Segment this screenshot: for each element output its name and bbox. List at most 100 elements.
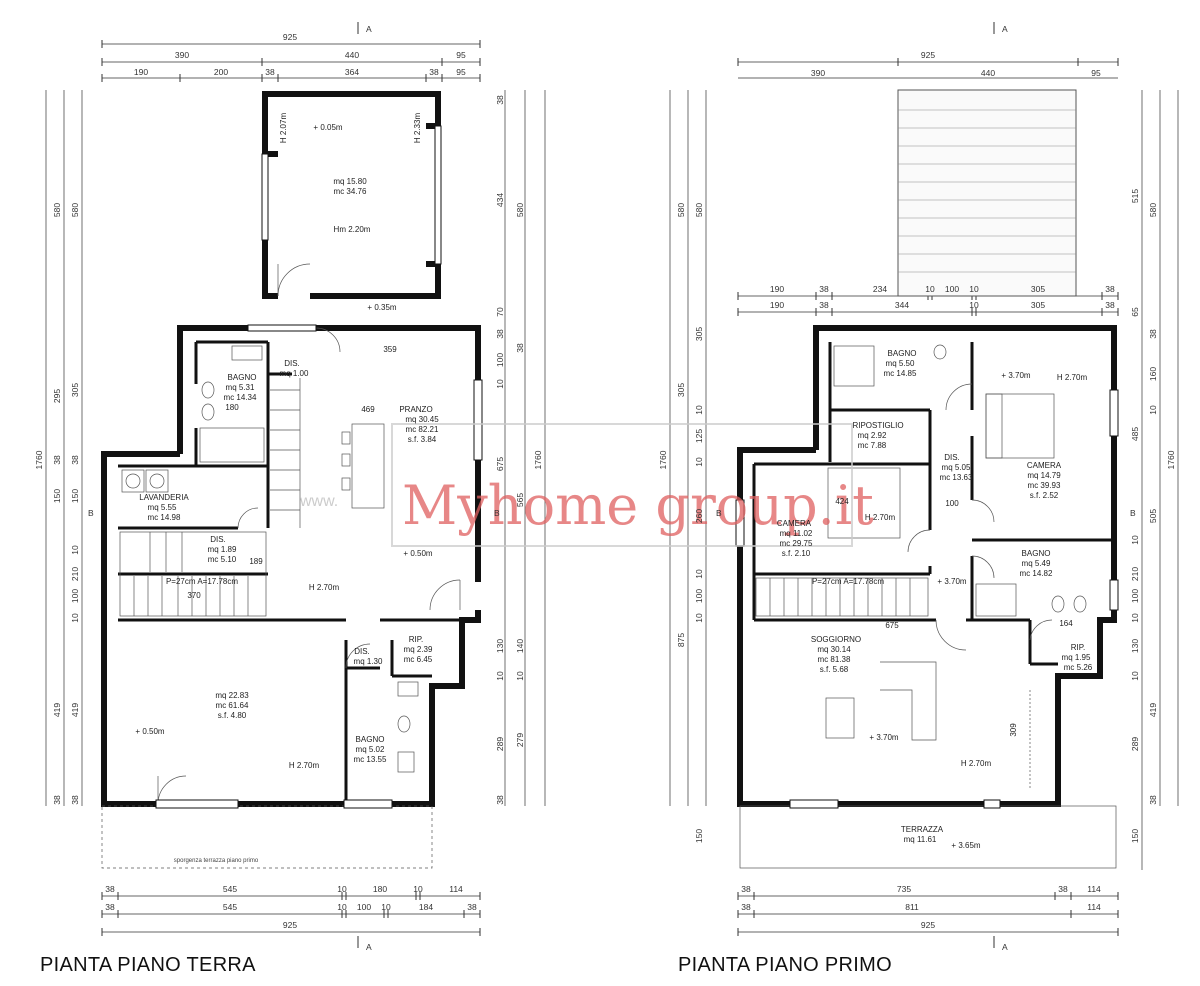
height-label: H 2.70m bbox=[289, 761, 320, 770]
height-label: H 2.70m bbox=[309, 583, 340, 592]
first-top-dim: 440 bbox=[981, 68, 995, 78]
ground-room-labels: mq 15.80 mc 34.76 Hm 2.20m + 0.05m H 2.0… bbox=[135, 113, 439, 864]
first-left-dim: 260 bbox=[694, 509, 704, 523]
dim-label: 370 bbox=[187, 591, 201, 600]
dim-label: 469 bbox=[361, 405, 375, 414]
watermark: Myhome group.it www. bbox=[299, 423, 874, 547]
ground-top-dim: 364 bbox=[345, 67, 359, 77]
first-right-dim: 210 bbox=[1130, 567, 1140, 581]
room-name: DIS. bbox=[284, 359, 300, 368]
garage-height-left: H 2.07m bbox=[279, 113, 288, 144]
ground-bottom-dim: 180 bbox=[373, 884, 387, 894]
ground-left-dim: 150 bbox=[52, 489, 62, 503]
ground-top-dim: 190 bbox=[134, 67, 148, 77]
room-area: mq 1.89 bbox=[208, 545, 237, 554]
first-right-dim: 419 bbox=[1148, 703, 1158, 717]
ground-bottom-dim: 545 bbox=[223, 884, 237, 894]
ground-top-dim: 95 bbox=[456, 50, 466, 60]
ground-left-dim: 419 bbox=[52, 703, 62, 717]
first-bottom-dim: 114 bbox=[1087, 884, 1101, 894]
section-a-top-ground: A bbox=[366, 24, 372, 34]
room-volume: mc 6.45 bbox=[404, 655, 433, 664]
room-name: SOGGIORNO bbox=[811, 635, 861, 644]
room-name: CAMERA bbox=[1027, 461, 1062, 470]
first-right-dim: 10 bbox=[1130, 613, 1140, 623]
first-top-dim: 38 bbox=[819, 300, 829, 310]
ground-left-dim: 305 bbox=[70, 383, 80, 397]
ground-top-dim: 440 bbox=[345, 50, 359, 60]
ground-left-dim: 10 bbox=[70, 613, 80, 623]
garage-volume: mc 34.76 bbox=[334, 187, 367, 196]
room-area: mq 11.61 bbox=[904, 835, 937, 844]
room-area: mq 1.30 bbox=[354, 657, 383, 666]
first-floor-title: PIANTA PIANO PRIMO bbox=[678, 954, 892, 976]
ground-right-dim: 38 bbox=[495, 795, 505, 805]
first-top-dim: 38 bbox=[1105, 300, 1115, 310]
first-left-total: 1760 bbox=[658, 450, 668, 469]
first-left-dim: 305 bbox=[694, 327, 704, 341]
ground-top-dim: 200 bbox=[214, 67, 228, 77]
ground-bottom-dim: 114 bbox=[449, 884, 463, 894]
ground-vertical-dimension-labels: 1760 580 295 38 150 419 38 580 305 38 15… bbox=[34, 95, 543, 805]
dim-label: 359 bbox=[383, 345, 397, 354]
first-top-dim: 190 bbox=[770, 284, 784, 294]
section-a-bottom-first: A bbox=[1002, 942, 1008, 952]
ground-left-dim: 38 bbox=[52, 795, 62, 805]
room-name: TERRAZZA bbox=[901, 825, 944, 834]
ground-left-dim: 38 bbox=[70, 795, 80, 805]
first-left-dim: 125 bbox=[694, 429, 704, 443]
room-area: mq 30.45 bbox=[405, 415, 439, 424]
section-b-right-first: B bbox=[1130, 508, 1136, 518]
dim-label: 309 bbox=[1009, 723, 1018, 737]
room-name: CAMERA bbox=[777, 519, 812, 528]
room-area: mq 14.79 bbox=[1027, 471, 1061, 480]
room-volume: mc 5.26 bbox=[1064, 663, 1093, 672]
first-left-dim: 305 bbox=[676, 383, 686, 397]
room-sf: s.f. 4.80 bbox=[218, 711, 247, 720]
first-left-dim: 580 bbox=[694, 203, 704, 217]
ground-top-dim: 390 bbox=[175, 50, 189, 60]
room-name: DIS. bbox=[944, 453, 960, 462]
room-volume: mc 29.75 bbox=[780, 539, 813, 548]
room-area: mq 5.05 bbox=[942, 463, 971, 472]
ground-right-dim: 38 bbox=[495, 95, 505, 105]
ground-floor-title: PIANTA PIANO TERRA bbox=[40, 954, 256, 976]
first-top-dim: 344 bbox=[895, 300, 909, 310]
ground-right-dim: 130 bbox=[495, 639, 505, 653]
room-volume: mc 82.21 bbox=[406, 425, 439, 434]
ground-right-dim: 70 bbox=[495, 307, 505, 317]
level-label: + 3.70m bbox=[869, 733, 898, 742]
overhang-label: sporgenza terrazza piano primo bbox=[174, 858, 259, 864]
ground-bottom-dim: 38 bbox=[105, 902, 115, 912]
room-name: LAVANDERIA bbox=[139, 493, 189, 502]
height-label: H 2.70m bbox=[961, 759, 992, 768]
section-a-bottom-ground: A bbox=[366, 942, 372, 952]
room-area: mq 5.31 bbox=[226, 383, 255, 392]
ground-bottom-dim: 184 bbox=[419, 902, 433, 912]
first-right-dim: 485 bbox=[1130, 427, 1140, 441]
first-right-dim: 289 bbox=[1130, 737, 1140, 751]
room-volume: mc 13.55 bbox=[354, 755, 387, 764]
room-name: DIS. bbox=[210, 535, 226, 544]
first-bottom-total: 925 bbox=[921, 920, 935, 930]
ground-bottom-dim: 10 bbox=[337, 902, 347, 912]
first-right-dim: 515 bbox=[1130, 189, 1140, 203]
first-top-dim: 190 bbox=[770, 300, 784, 310]
first-right-dim: 38 bbox=[1148, 795, 1158, 805]
level-label: + 0.50m bbox=[403, 549, 432, 558]
first-top-dim: 305 bbox=[1031, 284, 1045, 294]
section-a-top-first: A bbox=[1002, 24, 1008, 34]
first-right-dim: 505 bbox=[1148, 509, 1158, 523]
watermark-brand: Myhome group.it bbox=[402, 474, 874, 537]
first-bottom-dim: 38 bbox=[741, 902, 751, 912]
first-right-dim: 580 bbox=[1148, 203, 1158, 217]
garage-level: + 0.05m bbox=[313, 123, 342, 132]
first-bottom-dim: 38 bbox=[1058, 884, 1068, 894]
ground-left-dim: 210 bbox=[70, 567, 80, 581]
ground-top-dim: 38 bbox=[265, 67, 275, 77]
first-left-dim: 100 bbox=[694, 589, 704, 603]
ground-left-dim: 580 bbox=[70, 203, 80, 217]
ground-right-dim: 10 bbox=[495, 671, 505, 681]
ground-right-dim: 289 bbox=[495, 737, 505, 751]
first-right-dim: 65 bbox=[1130, 307, 1140, 317]
